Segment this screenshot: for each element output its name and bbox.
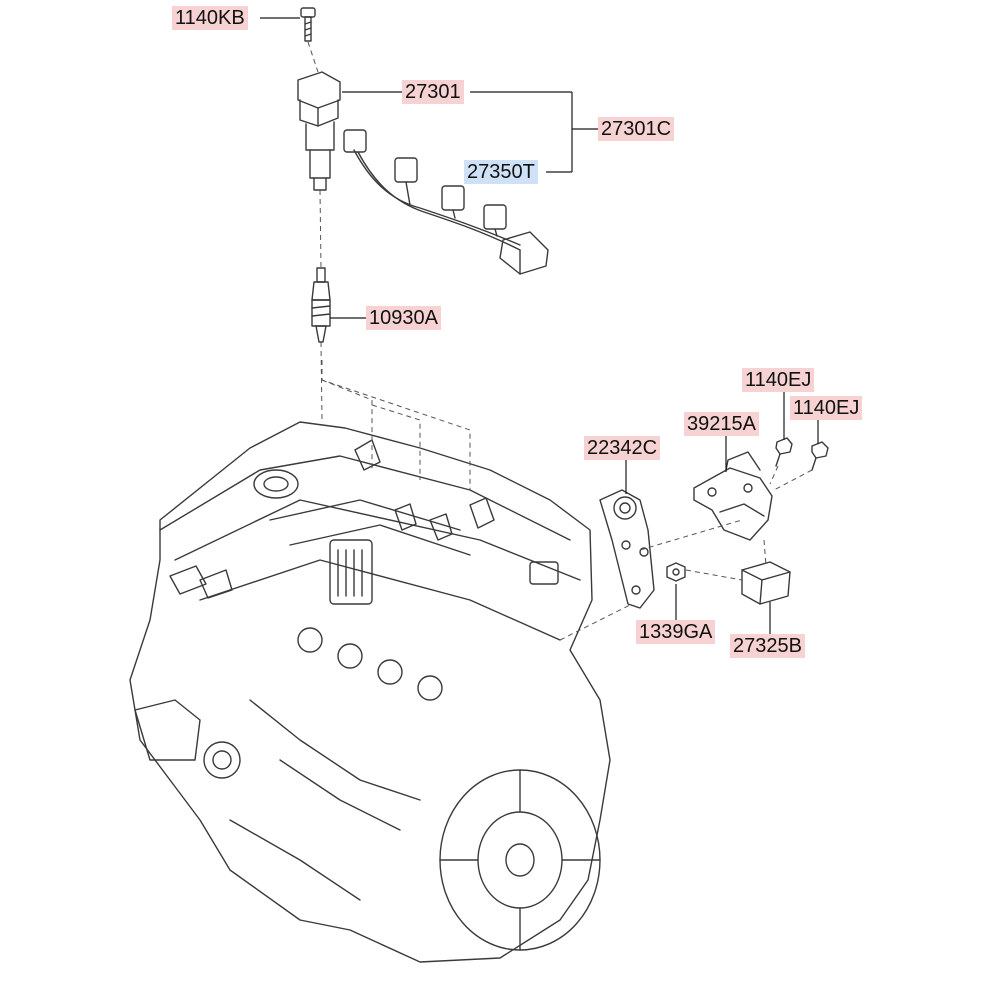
label-1140kb[interactable]: 1140KB bbox=[172, 6, 248, 30]
label-27301c[interactable]: 27301C bbox=[598, 117, 675, 141]
label-27350t[interactable]: 27350T bbox=[464, 160, 538, 184]
assembly-dashed-lines bbox=[307, 41, 813, 641]
ignition-coil-drawing bbox=[297, 71, 341, 191]
label-27325b[interactable]: 27325B bbox=[730, 634, 805, 658]
engine-assembly-drawing bbox=[129, 421, 611, 963]
label-1339ga[interactable]: 1339GA bbox=[636, 620, 716, 644]
label-22342c[interactable]: 22342C bbox=[584, 436, 661, 460]
spark-plug-drawing bbox=[311, 267, 331, 343]
cam-sensor-drawing bbox=[741, 561, 791, 605]
sensor-bracket-drawing bbox=[693, 451, 773, 541]
label-1140ej-lower[interactable]: 1140EJ bbox=[790, 396, 863, 420]
bolt-1140ej-drawings bbox=[775, 437, 829, 471]
plate-drawing bbox=[599, 489, 655, 609]
leader-lines bbox=[260, 17, 819, 634]
bolt-1140kb-drawing bbox=[300, 7, 316, 42]
label-27301[interactable]: 27301 bbox=[402, 80, 464, 104]
label-10930a[interactable]: 10930A bbox=[366, 306, 441, 330]
label-1140ej-upper[interactable]: 1140EJ bbox=[742, 368, 815, 392]
nut-drawing bbox=[666, 562, 686, 582]
harness-drawing bbox=[343, 129, 549, 275]
label-39215a[interactable]: 39215A bbox=[684, 412, 759, 436]
